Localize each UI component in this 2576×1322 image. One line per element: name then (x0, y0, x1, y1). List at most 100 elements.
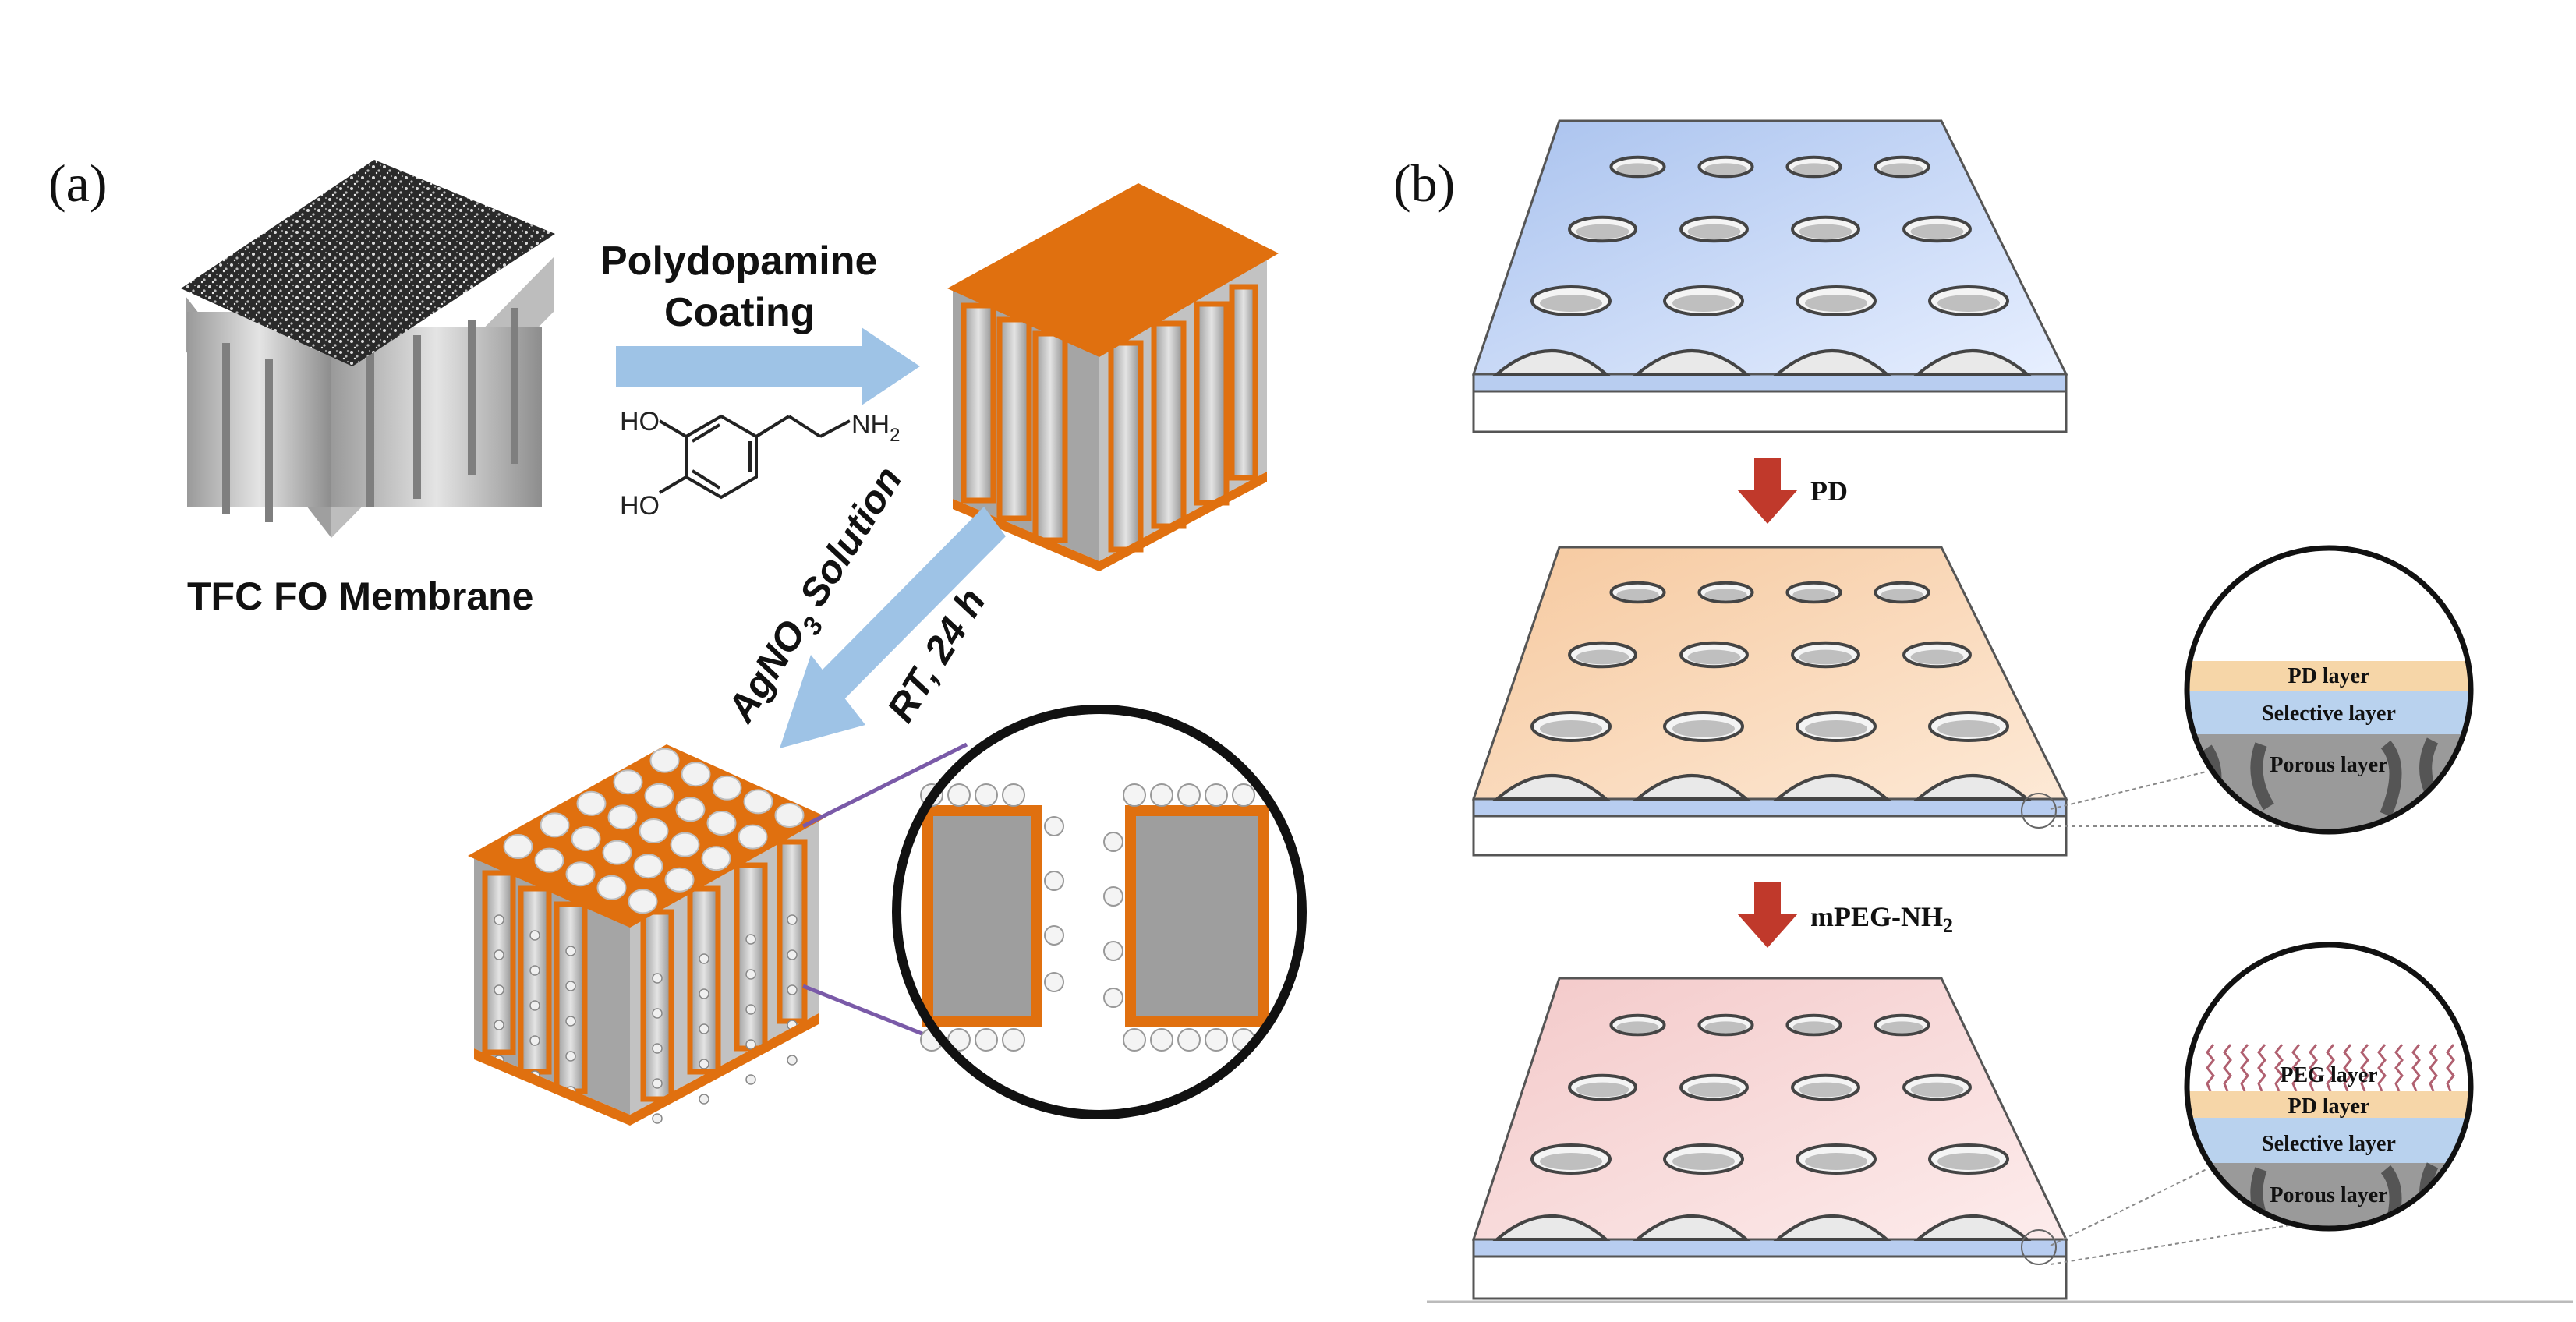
silver-nanoparticle (1123, 783, 1146, 807)
inset2-connector (2050, 1168, 2207, 1246)
pore-cup (1492, 1214, 1611, 1241)
peg-chain (2291, 1044, 2301, 1092)
silver-nanoparticle-side (787, 914, 798, 925)
peg-chain (2223, 1044, 2232, 1092)
inset1-porous-label: Porous layer (2270, 753, 2387, 777)
pore-inner (1792, 1021, 1835, 1034)
pore-cup (1633, 774, 1751, 801)
pore-inner (1576, 224, 1629, 239)
inset1-connector (2050, 771, 2207, 810)
inset1-pd-label: PD layer (2288, 664, 2370, 688)
silver-nanoparticle-side (494, 914, 504, 925)
pore-cup (1913, 1214, 2032, 1241)
ag-decorated-block (468, 744, 826, 1126)
peg-chain (2343, 1044, 2352, 1092)
pore-cup (1773, 1214, 1891, 1241)
inset2-peg-label: PEG layer (2280, 1063, 2377, 1087)
pore-inner (1910, 1082, 1964, 1098)
peg-chain (2257, 1044, 2266, 1092)
pore-cup (1633, 1214, 1751, 1241)
pore-cup (1492, 349, 1611, 376)
silver-nanoparticle (1205, 783, 1228, 807)
silver-nanoparticle-side (745, 969, 756, 980)
silver-nanoparticle-side (699, 1023, 709, 1034)
silver-nanoparticle-side (787, 949, 798, 960)
peg-chain (2446, 1044, 2455, 1092)
inset2-ring (2184, 942, 2474, 1232)
membrane-pristine (1471, 119, 2068, 433)
silver-nanoparticle (534, 847, 564, 873)
inset2-marker (2021, 1229, 2057, 1265)
silver-nanoparticle (743, 789, 773, 815)
silver-nanoparticle-side (565, 946, 576, 956)
silver-nanoparticle (975, 783, 998, 807)
silver-nanoparticle-side (745, 934, 756, 945)
silver-nanoparticle (774, 803, 805, 828)
pore-inner (1687, 1082, 1741, 1098)
silver-nanoparticle-side (652, 1043, 663, 1054)
silver-nanoparticle-side (652, 1008, 663, 1019)
molecule-ho-top: HO (620, 407, 660, 437)
silver-nanoparticle (540, 812, 570, 838)
silver-nanoparticle (1150, 1028, 1173, 1052)
panel-b: (b) PD (1393, 119, 2573, 1303)
zoom-connector-top (801, 742, 968, 829)
peg-chain (2377, 1044, 2387, 1092)
pore-inner (1799, 649, 1852, 665)
step2-reagent-suffix: Solution (785, 459, 911, 624)
silver-nanoparticle (1177, 1028, 1201, 1052)
pore-inner (1672, 1153, 1735, 1170)
membrane-peg-grafted (1471, 977, 2068, 1300)
peg-chain (2240, 1044, 2249, 1092)
step-mpeg-label: mPEG-NH2 (1810, 901, 1953, 937)
silver-nanoparticle (628, 889, 658, 914)
pore-inner (1704, 1021, 1747, 1034)
silver-nanoparticle-side (652, 1078, 663, 1089)
step-mpeg-arrow (1737, 882, 1798, 948)
zoom-inset-pore (892, 705, 1307, 1119)
peg-chain (2411, 1044, 2421, 1092)
silver-nanoparticle (675, 797, 706, 822)
pore-inner (1805, 295, 1867, 312)
silver-nanoparticle (1002, 783, 1025, 807)
silver-nanoparticle (576, 790, 607, 816)
pore-inner (1937, 720, 2000, 737)
molecule-nh2: NH2 (851, 410, 900, 446)
silver-nanoparticle-side (529, 1035, 540, 1046)
peg-chain (2360, 1044, 2369, 1092)
panel-b-label: (b) (1393, 154, 1455, 213)
silver-nanoparticle (1232, 783, 1255, 807)
pore-inner (1910, 224, 1964, 239)
silver-nanoparticle-side (787, 1055, 798, 1066)
silver-nanoparticle-side (494, 984, 504, 995)
pore-inner (1576, 649, 1629, 665)
peg-chain (2326, 1044, 2335, 1092)
silver-nanoparticle (649, 748, 680, 773)
silver-nanoparticle-side (699, 1059, 709, 1069)
silver-nanoparticle (1044, 925, 1064, 946)
silver-nanoparticle (664, 867, 695, 893)
pore-inner (1799, 224, 1852, 239)
silver-nanoparticle (503, 834, 533, 859)
silver-nanoparticle-side (745, 1004, 756, 1015)
molecule-nh2-sub: 2 (890, 425, 900, 446)
silver-nanoparticle (1103, 941, 1123, 961)
pore-inner (1881, 589, 1923, 601)
pore-cup (1773, 774, 1891, 801)
silver-nanoparticle (670, 832, 700, 857)
silver-nanoparticle-side (787, 984, 798, 995)
pore-inner (1937, 295, 2000, 312)
panel-a-label: (a) (48, 154, 107, 213)
silver-nanoparticle (613, 769, 643, 795)
pore-inner (1805, 720, 1867, 737)
silver-nanoparticle-side (699, 953, 709, 964)
silver-nanoparticle (1044, 816, 1064, 836)
silver-nanoparticle-side (494, 1020, 504, 1030)
molecule-nh2-main: NH (851, 410, 890, 440)
inset2-porous-label: Porous layer (2270, 1183, 2387, 1207)
step1-label-line1: Polydopamine (600, 239, 877, 284)
silver-nanoparticle (633, 854, 663, 879)
pore-cup (1633, 349, 1751, 376)
membrane-caption: TFC FO Membrane (187, 574, 533, 618)
silver-nanoparticle (1123, 1028, 1146, 1052)
